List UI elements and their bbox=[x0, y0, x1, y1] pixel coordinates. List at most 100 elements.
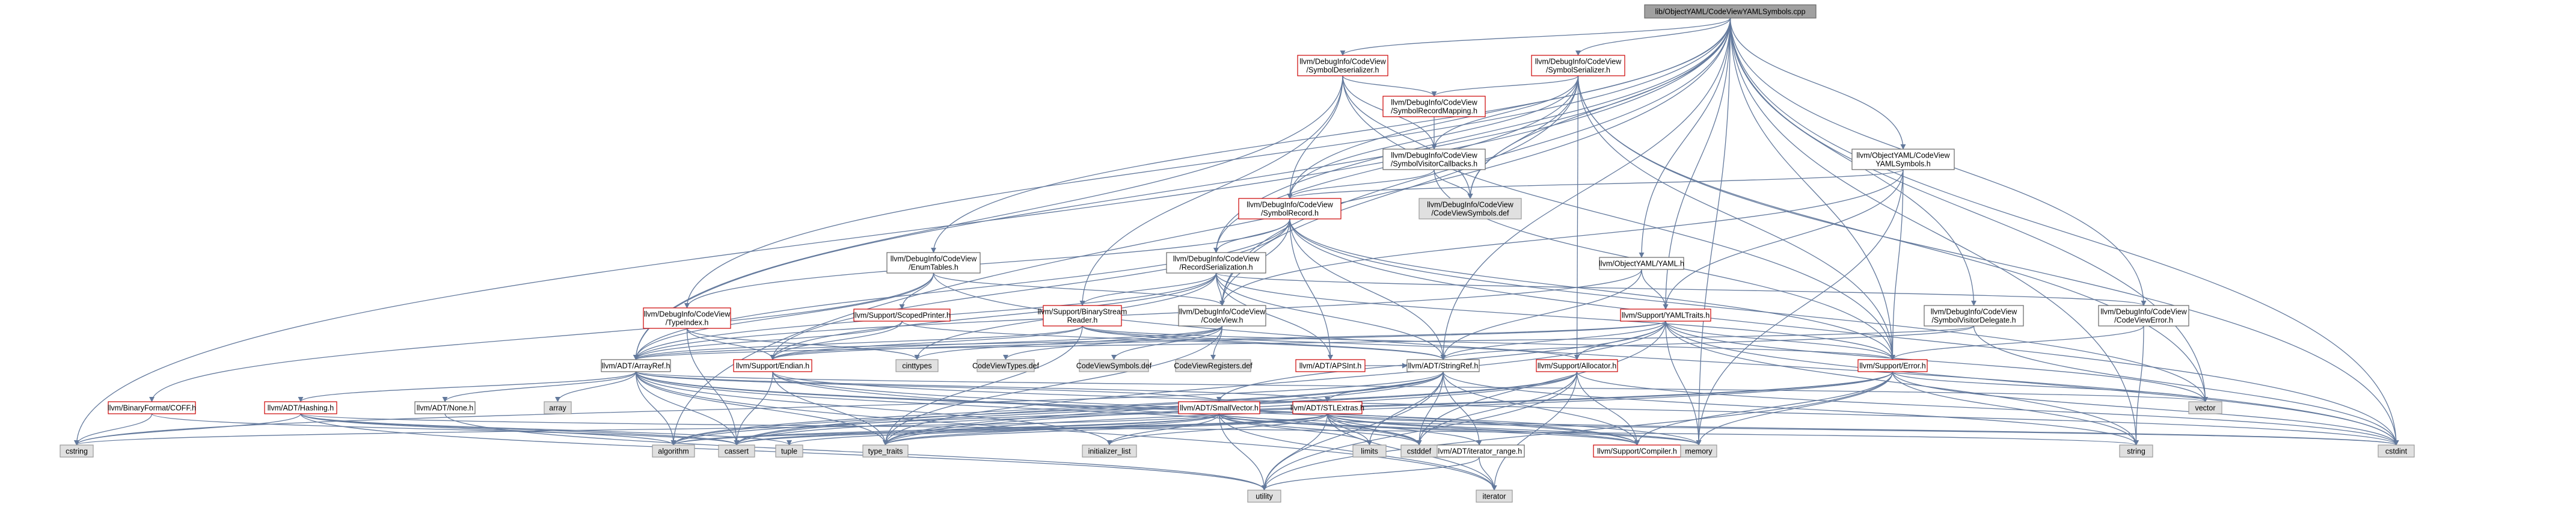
node-yamltraits[interactable]: llvm/Support/YAMLTraits.h bbox=[1620, 309, 1711, 322]
node-cctypes: cinttypes bbox=[895, 359, 939, 372]
node-symdeser[interactable]: llvm/DebugInfo/CodeView/SymbolDeserializ… bbox=[1297, 55, 1388, 76]
node-label: cstdint bbox=[2385, 447, 2408, 456]
edge-hashing-to-cstring bbox=[74, 413, 301, 446]
edge-iterrange-to-iterator bbox=[1479, 456, 1497, 491]
node-compiler[interactable]: llvm/Support/Compiler.h bbox=[1593, 444, 1681, 458]
node-typeidx[interactable]: llvm/DebugInfo/CodeView/TypeIndex.h bbox=[643, 307, 731, 329]
edge-stringref-to-cassert bbox=[734, 371, 1444, 446]
edge-err-to-string bbox=[1892, 371, 2139, 446]
node-label: llvm/ObjectYAML/CodeView bbox=[1856, 152, 1950, 160]
edge-stringref-to-cstring bbox=[74, 371, 1444, 446]
node-label: llvm/Support/Allocator.h bbox=[1538, 362, 1616, 370]
edge-symrec-to-cstdint bbox=[1289, 218, 2399, 446]
edge-symvis-to-cvsymdef bbox=[1434, 169, 1473, 199]
node-cvh[interactable]: llvm/DebugInfo/CodeView/CodeView.h bbox=[1178, 305, 1266, 327]
node-typetraits: type_traits bbox=[862, 444, 909, 458]
node-cverr[interactable]: llvm/DebugInfo/CodeView/CodeViewError.h bbox=[2098, 305, 2189, 327]
node-label: llvm/DebugInfo/CodeView bbox=[644, 310, 731, 319]
node-box bbox=[1536, 359, 1618, 372]
edge-arrayref-to-array bbox=[554, 371, 637, 402]
node-label: iterator bbox=[1483, 493, 1506, 501]
node-label: cinttypes bbox=[902, 362, 931, 370]
edge-root-to-vector bbox=[1729, 17, 2209, 402]
node-label: CodeViewTypes.def bbox=[972, 362, 1039, 370]
node-label: llvm/DebugInfo/CodeView bbox=[1931, 308, 2018, 316]
node-box bbox=[1082, 444, 1137, 458]
edge-root-to-stringref bbox=[1440, 17, 1731, 360]
node-iterrange[interactable]: llvm/ADT/iterator_range.h bbox=[1434, 444, 1525, 458]
node-symmap[interactable]: llvm/DebugInfo/CodeView/SymbolRecordMapp… bbox=[1382, 96, 1486, 117]
edge-symser-to-symmap bbox=[1431, 75, 1579, 97]
node-apsint[interactable]: llvm/ADT/APSInt.h bbox=[1295, 359, 1366, 372]
edge-scoped-to-endian bbox=[770, 321, 903, 360]
node-coff[interactable]: llvm/BinaryFormat/COFF.h bbox=[108, 401, 196, 414]
edge-root-to-cstdint bbox=[1729, 17, 2399, 446]
node-stringref[interactable]: llvm/ADT/StringRef.h bbox=[1406, 359, 1480, 372]
node-label: llvm/DebugInfo/CodeView bbox=[891, 255, 978, 263]
node-stlextras[interactable]: llvm/ADT/STLExtras.h bbox=[1290, 401, 1364, 414]
node-box bbox=[1400, 444, 1438, 458]
node-box bbox=[1476, 490, 1513, 503]
edge-root-to-memory bbox=[1696, 17, 1731, 446]
node-label: /SymbolDeserializer.h bbox=[1307, 66, 1379, 75]
node-symrec[interactable]: llvm/DebugInfo/CodeView/SymbolRecord.h bbox=[1238, 198, 1342, 220]
node-alloc[interactable]: llvm/Support/Allocator.h bbox=[1536, 359, 1618, 372]
edge-yamlsyms-to-memory bbox=[1696, 169, 1904, 446]
node-err[interactable]: llvm/Support/Error.h bbox=[1857, 359, 1928, 372]
edge-symrec-to-vector bbox=[1289, 218, 2208, 402]
node-label: llvm/DebugInfo/CodeView bbox=[1179, 308, 1266, 316]
node-enumtab[interactable]: llvm/DebugInfo/CodeView/EnumTables.h bbox=[886, 252, 981, 274]
node-label: initializer_list bbox=[1088, 447, 1131, 456]
node-cvsymsdef2: CodeViewSymbols.def bbox=[1076, 359, 1152, 372]
node-smallvec[interactable]: llvm/ADT/SmallVector.h bbox=[1178, 401, 1260, 414]
node-hashing[interactable]: llvm/ADT/Hashing.h bbox=[264, 401, 337, 414]
node-iterator: iterator bbox=[1476, 490, 1513, 503]
edge-symvisdel-to-arrayref bbox=[633, 325, 1975, 360]
node-utility: utility bbox=[1247, 490, 1281, 503]
edge-symser-to-err bbox=[1577, 75, 1896, 360]
node-yamlsyms[interactable]: llvm/ObjectYAML/CodeViewYAMLSymbols.h bbox=[1851, 149, 1955, 170]
edge-symvis-to-symrec bbox=[1287, 169, 1435, 199]
edge-binstream-to-typetraits bbox=[882, 325, 1083, 446]
node-root[interactable]: lib/ObjectYAML/CodeViewYAMLSymbols.cpp bbox=[1644, 4, 1817, 19]
edge-symser-to-cstdint bbox=[1577, 75, 2399, 446]
node-symvis[interactable]: llvm/DebugInfo/CodeView/SymbolVisitorCal… bbox=[1382, 149, 1486, 170]
edge-arrayref-to-none bbox=[442, 371, 637, 402]
node-arrayref[interactable]: llvm/ADT/ArrayRef.h bbox=[601, 359, 671, 372]
edge-root-to-enumtab bbox=[931, 17, 1731, 253]
edge-root-to-err bbox=[1729, 17, 1896, 360]
node-none[interactable]: llvm/ADT/None.h bbox=[414, 401, 476, 414]
edge-stlextras-to-utility bbox=[1261, 413, 1328, 491]
node-label: tuple bbox=[781, 447, 797, 456]
node-cstddef: cstddef bbox=[1400, 444, 1438, 458]
node-scoped[interactable]: llvm/Support/ScopedPrinter.h bbox=[853, 309, 951, 322]
edge-root-to-yamlsyms bbox=[1729, 17, 1906, 150]
edge-cverr-to-err bbox=[1890, 325, 2144, 360]
node-endian[interactable]: llvm/Support/Endian.h bbox=[733, 359, 812, 372]
node-box bbox=[2378, 444, 2415, 458]
node-label: cassert bbox=[725, 447, 749, 456]
edge-alloc-to-iterator bbox=[1491, 371, 1578, 491]
node-tuple: tuple bbox=[775, 444, 803, 458]
node-label: llvm/ADT/ArrayRef.h bbox=[602, 362, 670, 370]
edge-stlextras-to-tuple bbox=[787, 413, 1328, 446]
node-recser[interactable]: llvm/DebugInfo/CodeView/RecordSerializat… bbox=[1166, 252, 1266, 274]
node-label: llvm/ADT/STLExtras.h bbox=[1290, 404, 1364, 413]
node-symser[interactable]: llvm/DebugInfo/CodeView/SymbolSerializer… bbox=[1531, 55, 1625, 76]
edge-binstream-to-err bbox=[1082, 325, 1895, 360]
node-symvisdel[interactable]: llvm/DebugInfo/CodeView/SymbolVisitorDel… bbox=[1924, 305, 2024, 327]
node-box bbox=[1851, 149, 1955, 170]
node-array: array bbox=[544, 401, 572, 414]
node-box bbox=[2188, 401, 2222, 414]
node-box bbox=[1238, 198, 1342, 220]
edge-smallvec-to-cstring bbox=[74, 413, 1220, 446]
node-objyaml[interactable]: llvm/ObjectYAML/YAML.h bbox=[1599, 257, 1684, 270]
node-box bbox=[1295, 359, 1366, 372]
edge-root-to-yamltraits bbox=[1663, 17, 1731, 310]
node-box bbox=[108, 401, 196, 414]
node-box bbox=[643, 307, 731, 329]
edge-symrec-to-apsint bbox=[1289, 218, 1334, 360]
edge-cvh-to-cctypes bbox=[914, 325, 1223, 360]
